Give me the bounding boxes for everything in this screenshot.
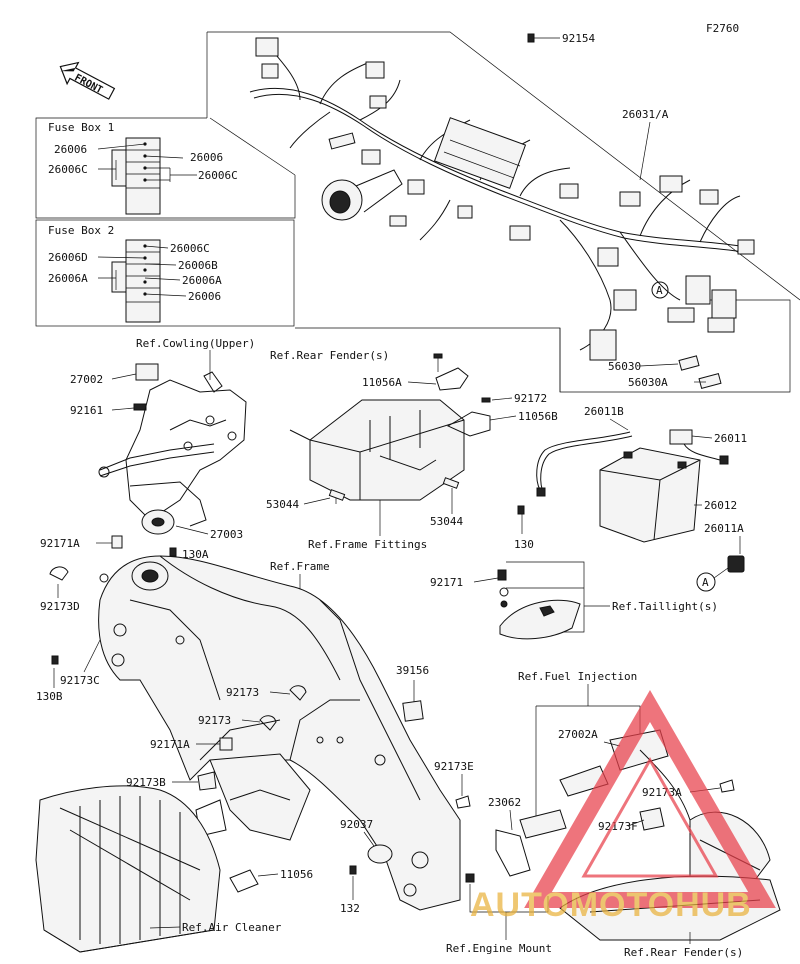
label-26031a: 26031/A: [622, 108, 669, 121]
label-92161: 92161: [70, 404, 103, 417]
battery-terminal-cap: [321, 169, 403, 221]
watermark-text: AUTOMOTOHUB: [470, 886, 752, 924]
ref-rear-fender-bottom: Ref.Rear Fender(s): [624, 946, 743, 959]
watermark-logo: AUTOMOTOHUB: [470, 689, 776, 924]
figure-code: F2760: [706, 22, 739, 35]
label-92173b: 92173B: [126, 776, 166, 789]
fb2-label-5: 26006A: [182, 274, 222, 287]
label-92172: 92172: [514, 392, 547, 405]
label-27003: 27003: [210, 528, 243, 541]
taillight-assembly: 92171 Ref.Taillight(s): [430, 561, 718, 640]
label-26011: 26011: [714, 432, 747, 445]
ref-frame-fittings: Ref.Frame Fittings: [308, 538, 427, 551]
watermark-triangle-inner: [581, 756, 719, 878]
fuse-box-2-title: Fuse Box 2: [48, 224, 114, 237]
ref-cowling-upper: Ref.Cowling(Upper): [136, 337, 255, 350]
fb1-label-3: 26006: [190, 151, 223, 164]
label-56030a: 56030A: [628, 376, 668, 389]
relay-block: [433, 117, 527, 189]
label-26011b: 26011B: [584, 405, 624, 418]
harness-frame: [206, 31, 800, 393]
ref-rear-fender-top: Ref.Rear Fender(s): [270, 349, 389, 362]
label-92173d: 92173D: [40, 600, 80, 613]
fb2-label-4: 26006B: [178, 259, 218, 272]
label-27002: 27002: [70, 373, 103, 386]
circle-marker-bottom: A: [702, 576, 709, 589]
label-92173c: 92173C: [60, 674, 100, 687]
label-92171a-top: 92171A: [40, 537, 80, 550]
label-26012: 26012: [704, 499, 737, 512]
label-92173e: 92173E: [434, 760, 474, 773]
frame-assembly: Ref.Frame: [98, 555, 461, 911]
fb1-label-2: 26006C: [48, 163, 88, 176]
circle-marker-top: A: [656, 284, 663, 297]
label-53044-left: 53044: [266, 498, 299, 511]
battery-box-assembly: Ref.Rear Fender(s) 11056A 92172 11056B 5…: [266, 349, 558, 551]
label-132: 132: [340, 902, 360, 915]
label-26011a: 26011A: [704, 522, 744, 535]
harness-labels: 92154 26031/A 56030 56030A: [527, 32, 706, 389]
label-53044-right: 53044: [430, 515, 463, 528]
label-92173-a: 92173: [226, 686, 259, 699]
label-11056b: 11056B: [518, 410, 558, 423]
label-130: 130: [514, 538, 534, 551]
fb2-label-3: 26006C: [170, 242, 210, 255]
label-92171: 92171: [430, 576, 463, 589]
fb1-label-4: 26006C: [198, 169, 238, 182]
fb1-label-1: 26006: [54, 143, 87, 156]
watermark-triangle: [524, 689, 776, 908]
cowling-bracket-assembly: Ref.Cowling(Upper) 27002 92161 27003 921…: [40, 337, 255, 561]
label-92173f: 92173F: [598, 820, 638, 833]
ref-taillight: Ref.Taillight(s): [612, 600, 718, 613]
label-11056: 11056: [280, 868, 313, 881]
front-arrow-icon: FRONT: [59, 61, 116, 100]
fb2-label-6: 26006: [188, 290, 221, 303]
fuse-box-2-panel: Fuse Box 2 26006D 26006A 26006C 26006B 2…: [35, 219, 295, 327]
label-92154: 92154: [562, 32, 595, 45]
label-56030: 56030: [608, 360, 641, 373]
label-130b: 130B: [36, 690, 63, 703]
battery-assembly: 26011B 130 26012 26011 26011A A: [514, 405, 747, 592]
label-23062: 23062: [488, 796, 521, 809]
ref-frame: Ref.Frame: [270, 560, 330, 573]
ref-engine-mount: Ref.Engine Mount: [446, 942, 552, 955]
air-cleaner: Ref.Air Cleaner: [35, 785, 282, 953]
main-wiring-harness: A: [249, 37, 755, 390]
fuse-box-1-panel: Fuse Box 1 26006 26006C 26006 26006C: [35, 117, 296, 219]
fb2-label-1: 26006D: [48, 251, 88, 264]
frame-labels: 92173D 92173C 130B 39156 92173 92173 921…: [36, 566, 474, 915]
fuse-box-1-title: Fuse Box 1: [48, 121, 114, 134]
label-92173-b: 92173: [198, 714, 231, 727]
ref-air-cleaner: Ref.Air Cleaner: [182, 921, 282, 934]
label-92037: 92037: [340, 818, 373, 831]
label-39156: 39156: [396, 664, 429, 677]
label-11056a: 11056A: [362, 376, 402, 389]
ref-fuel-injection: Ref.Fuel Injection: [518, 670, 637, 683]
label-92171a-mid: 92171A: [150, 738, 190, 751]
label-27002a: 27002A: [558, 728, 598, 741]
fb2-label-2: 26006A: [48, 272, 88, 285]
label-92173a: 92173A: [642, 786, 682, 799]
label-130a: 130A: [182, 548, 209, 561]
